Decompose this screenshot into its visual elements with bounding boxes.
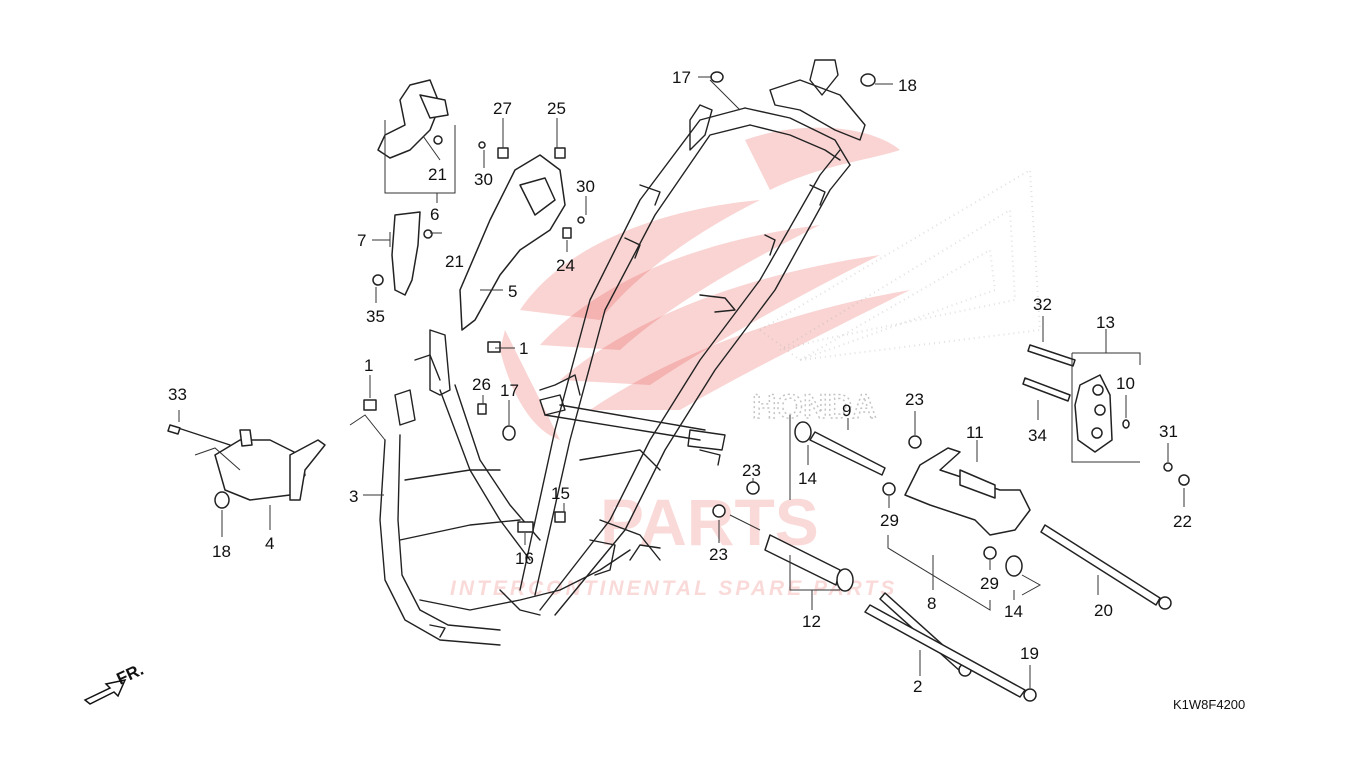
- callout-33: 32: [1033, 295, 1052, 314]
- callout-11: 11: [966, 423, 984, 442]
- callouts: 17 18 27 25 21 30 30 6 7 21 24 5 35 1 1 …: [168, 68, 1192, 696]
- callout-3: 3: [349, 487, 358, 506]
- callout-2: 2: [913, 677, 922, 696]
- bracket-set-6: [377, 79, 449, 159]
- collar-14-top: [794, 421, 812, 443]
- callout-30-left: 30: [474, 170, 493, 189]
- bracket-5: [459, 154, 566, 331]
- callout-18-top: 18: [898, 76, 917, 95]
- callout-31: 31: [1159, 422, 1178, 441]
- callout-14-low: 14: [1004, 602, 1023, 621]
- small-parts: [363, 71, 1190, 577]
- callout-20: 20: [1094, 601, 1113, 620]
- diagram-code: K1W8F4200: [1173, 697, 1245, 712]
- pipe-12: [764, 534, 854, 592]
- callout-23-mid: 23: [742, 461, 761, 480]
- leader-lines: [178, 76, 1185, 688]
- callout-18-left: 18: [212, 542, 231, 561]
- callout-6: 6: [430, 205, 439, 224]
- callout-23-low: 23: [709, 545, 728, 564]
- callout-19: 19: [1020, 644, 1039, 663]
- callout-1-right: 1: [519, 339, 528, 358]
- shaft-9: [809, 431, 886, 476]
- bracket-11: [904, 447, 1031, 536]
- callout-23-top: 23: [905, 390, 924, 409]
- callout-29-right: 29: [980, 574, 999, 593]
- main-frame: [379, 59, 866, 646]
- callout-26: 26: [472, 375, 491, 394]
- callout-29-left: 29: [880, 511, 899, 530]
- callout-30-right: 30: [576, 177, 595, 196]
- callout-8: 8: [927, 594, 936, 613]
- callout-32: 33: [168, 385, 187, 404]
- bracket-7: [391, 211, 421, 296]
- callout-17-mid: 17: [500, 381, 519, 400]
- callout-34: 34: [1028, 426, 1047, 445]
- callout-15: 15: [551, 484, 570, 503]
- callout-1-left: 1: [364, 356, 373, 375]
- callout-10: 10: [1116, 374, 1135, 393]
- callout-13: 13: [1096, 313, 1115, 332]
- stopper-13: [1074, 374, 1113, 453]
- callout-4: 4: [265, 534, 274, 553]
- bracket-4: [171, 425, 326, 509]
- callout-25: 25: [547, 99, 566, 118]
- callout-14-top: 14: [798, 469, 817, 488]
- callout-5: 5: [508, 282, 517, 301]
- front-arrow-icon: FR.: [83, 660, 147, 705]
- callout-16: 16: [515, 549, 534, 568]
- callout-24: 24: [556, 256, 575, 275]
- bolts: [167, 344, 1172, 702]
- callout-21-mid: 21: [445, 252, 464, 271]
- watermark-wing: [500, 127, 910, 440]
- callout-21-top: 21: [428, 165, 447, 184]
- callout-9: 9: [842, 401, 851, 420]
- callout-17-top: 17: [672, 68, 691, 87]
- callout-27: 27: [493, 99, 512, 118]
- watermark-brand-word: HONDA: [752, 388, 877, 426]
- callout-7: 7: [357, 231, 366, 250]
- callout-22: 22: [1173, 512, 1192, 531]
- callout-12: 12: [802, 612, 821, 631]
- callout-35: 35: [366, 307, 385, 326]
